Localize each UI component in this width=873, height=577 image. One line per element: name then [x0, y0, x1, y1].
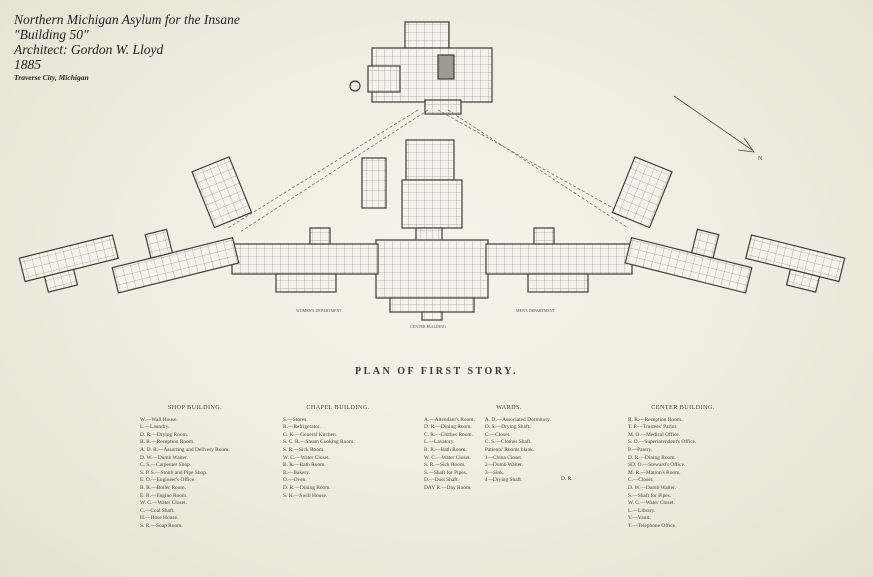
north-arrow-icon: [673, 95, 755, 153]
legend-item: V.—Vault.: [628, 515, 651, 522]
legend-item: S. R.—Soap Room.: [140, 522, 183, 529]
legend-wards: WARDS. A.—Attendant's Room.D. R.—Dining …: [424, 404, 594, 493]
legend-item: M. O.—Medical Office.: [628, 431, 681, 438]
legend-item: H.—Hose House.: [140, 515, 179, 522]
legend-item: R.—Refrigerator.: [283, 424, 321, 431]
legend-item: T. P.—Trustees' Parlor.: [628, 424, 678, 431]
legend-item: A.—Attendant's Room.: [424, 416, 475, 423]
legend-item: S. C. R.—Steam Cooking Room.: [283, 439, 355, 446]
legend-item: S. H.—Swill House.: [283, 492, 328, 499]
right-wing: [485, 156, 846, 294]
legend-item: B. R.—Boiler Room.: [140, 484, 186, 491]
legend-item: S. R.—Sick Room.: [283, 446, 325, 453]
right-wing-label: MEN'S DEPARTMENT: [516, 308, 556, 313]
legend-item: R. R.—Reception Room.: [628, 416, 683, 423]
legend-item: E. O.—Engineer's Office.: [140, 477, 196, 484]
legend-item: G. K.—General Kitchen.: [283, 431, 338, 438]
legend-item: W. C.—Water Closet.: [140, 500, 187, 507]
title-location: Traverse City, Michigan: [14, 73, 89, 82]
legend-item: R. R.—Reception Room.: [140, 439, 195, 446]
legend-item: C.—Coal Shaft.: [140, 507, 175, 514]
legend-item: D. W.—Dumb Waiter.: [628, 484, 676, 491]
plan-caption: PLAN OF FIRST STORY.: [354, 366, 518, 377]
left-wing: [18, 156, 379, 294]
legend-item: D. R.—Dining Room.: [283, 484, 331, 491]
legend-item: O.—Oven.: [283, 477, 307, 484]
title-line-3: Architect: Gordon W. Lloyd: [14, 42, 164, 57]
legend-item: W. C.—Water Closet.: [628, 500, 675, 507]
title-block: Northern Michigan Asylum for the Insane …: [14, 12, 240, 83]
legend-heading: SHOP BUILDING.: [167, 404, 223, 411]
legend-item: L.—Lavatory.: [424, 439, 455, 446]
legend-item: Patients' Rooms blank.: [484, 446, 535, 453]
legend-item: D. S.—Drying Shaft.: [484, 424, 531, 431]
legend-item: C. S.—Clothes Shaft.: [484, 439, 532, 446]
title-line-4: 1885: [14, 57, 41, 72]
legend-heading: CHAPEL BUILDING.: [306, 404, 370, 411]
title-line-1: Northern Michigan Asylum for the Insane: [14, 12, 240, 27]
legend-item: T.—Telephone Office.: [628, 522, 677, 529]
legend-item: W.—Wall House.: [140, 416, 178, 423]
legend-item: 4—Drying Shaft.: [484, 477, 523, 484]
legend-item: L.—Laundry.: [140, 424, 170, 431]
connecting-corridors: [227, 109, 639, 233]
legend-item: 2—Dumb Waiter.: [484, 462, 523, 469]
legend-item: D.—Dust Shaft.: [424, 477, 459, 484]
legend-item: L.—Library.: [628, 507, 656, 514]
left-wing-label: WOMEN'S DEPARTMENT: [296, 308, 342, 313]
legend-item: 1—China Closet.: [484, 454, 523, 461]
center-building: [375, 239, 489, 321]
floor-plan-drawing: N WOMEN'S DEPARTMENT MEN'S DEPARTMENT CE…: [18, 21, 846, 329]
legend-item: D. W.—Dumb Waiter.: [140, 454, 188, 461]
legend-item: S. R.—Sick Room.: [424, 462, 466, 469]
north-label: N: [758, 156, 763, 162]
center-building-label: CENTER BUILDING: [410, 324, 446, 329]
legend-item: C.—Closet.: [628, 477, 654, 484]
legend-item: S.—Shaft for Pipes.: [424, 469, 468, 476]
legend-item: DAY R.—Day Room.: [424, 484, 472, 491]
legend-item: B.—Bakery.: [283, 469, 310, 476]
legend-item: SD. O.—Steward's Office.: [628, 462, 686, 469]
legend-heading: CENTER BUILDING.: [651, 404, 715, 411]
legend-item: W. C.—Water Closet.: [283, 454, 330, 461]
legend-heading: WARDS.: [496, 404, 522, 411]
legend-item: D. R.—Drying Room.: [140, 431, 189, 438]
legend-item: B. R.—Bath Room.: [424, 446, 467, 453]
legend-item: M. R.—Matron's Room.: [628, 469, 681, 476]
legend-item: 3—Sink.: [484, 469, 505, 476]
legend-item: A. D. R.—Assorting and Delivery Room.: [140, 446, 230, 453]
chapel-building: [361, 139, 463, 253]
legend-item: E. R.—Engine Room.: [140, 492, 188, 499]
legend-item: D. R.—Dining Room.: [424, 424, 472, 431]
legend-item: C. R.—Clothes Room.: [424, 431, 473, 438]
legend-center-building: CENTER BUILDING. R. R.—Reception Room.T.…: [628, 404, 738, 531]
title-line-2: "Building 50": [14, 27, 89, 42]
legend-item: S.—Stores.: [283, 416, 308, 423]
legend-item: S.—Shaft for Pipes.: [628, 492, 672, 499]
legend-shop-building: SHOP BUILDING. W.—Wall House.L.—Laundry.…: [140, 404, 250, 531]
legend-item: C.—Closet.: [484, 431, 511, 438]
legend-item: W. C.—Water Closet.: [424, 454, 471, 461]
legend-bracket-label: D. R.: [561, 476, 573, 482]
shop-building: [349, 21, 493, 115]
legend-chapel-building: CHAPEL BUILDING. S.—Stores.R.—Refrigerat…: [283, 404, 393, 500]
legend-item: S. P. S.—Smith and Pipe Shop.: [140, 469, 208, 476]
legend-item: A. D.—Associated Dormitory.: [484, 416, 551, 423]
legend-item: C. S.—Carpenter Shop.: [140, 462, 192, 469]
legend-item: D. R.—Dining Room.: [628, 454, 676, 461]
legend-item: B. R.—Bath Room.: [283, 462, 326, 469]
legend-item: P.—Pantry.: [628, 446, 653, 453]
legend-item: S. O.—Superintendent's Office.: [628, 439, 697, 446]
